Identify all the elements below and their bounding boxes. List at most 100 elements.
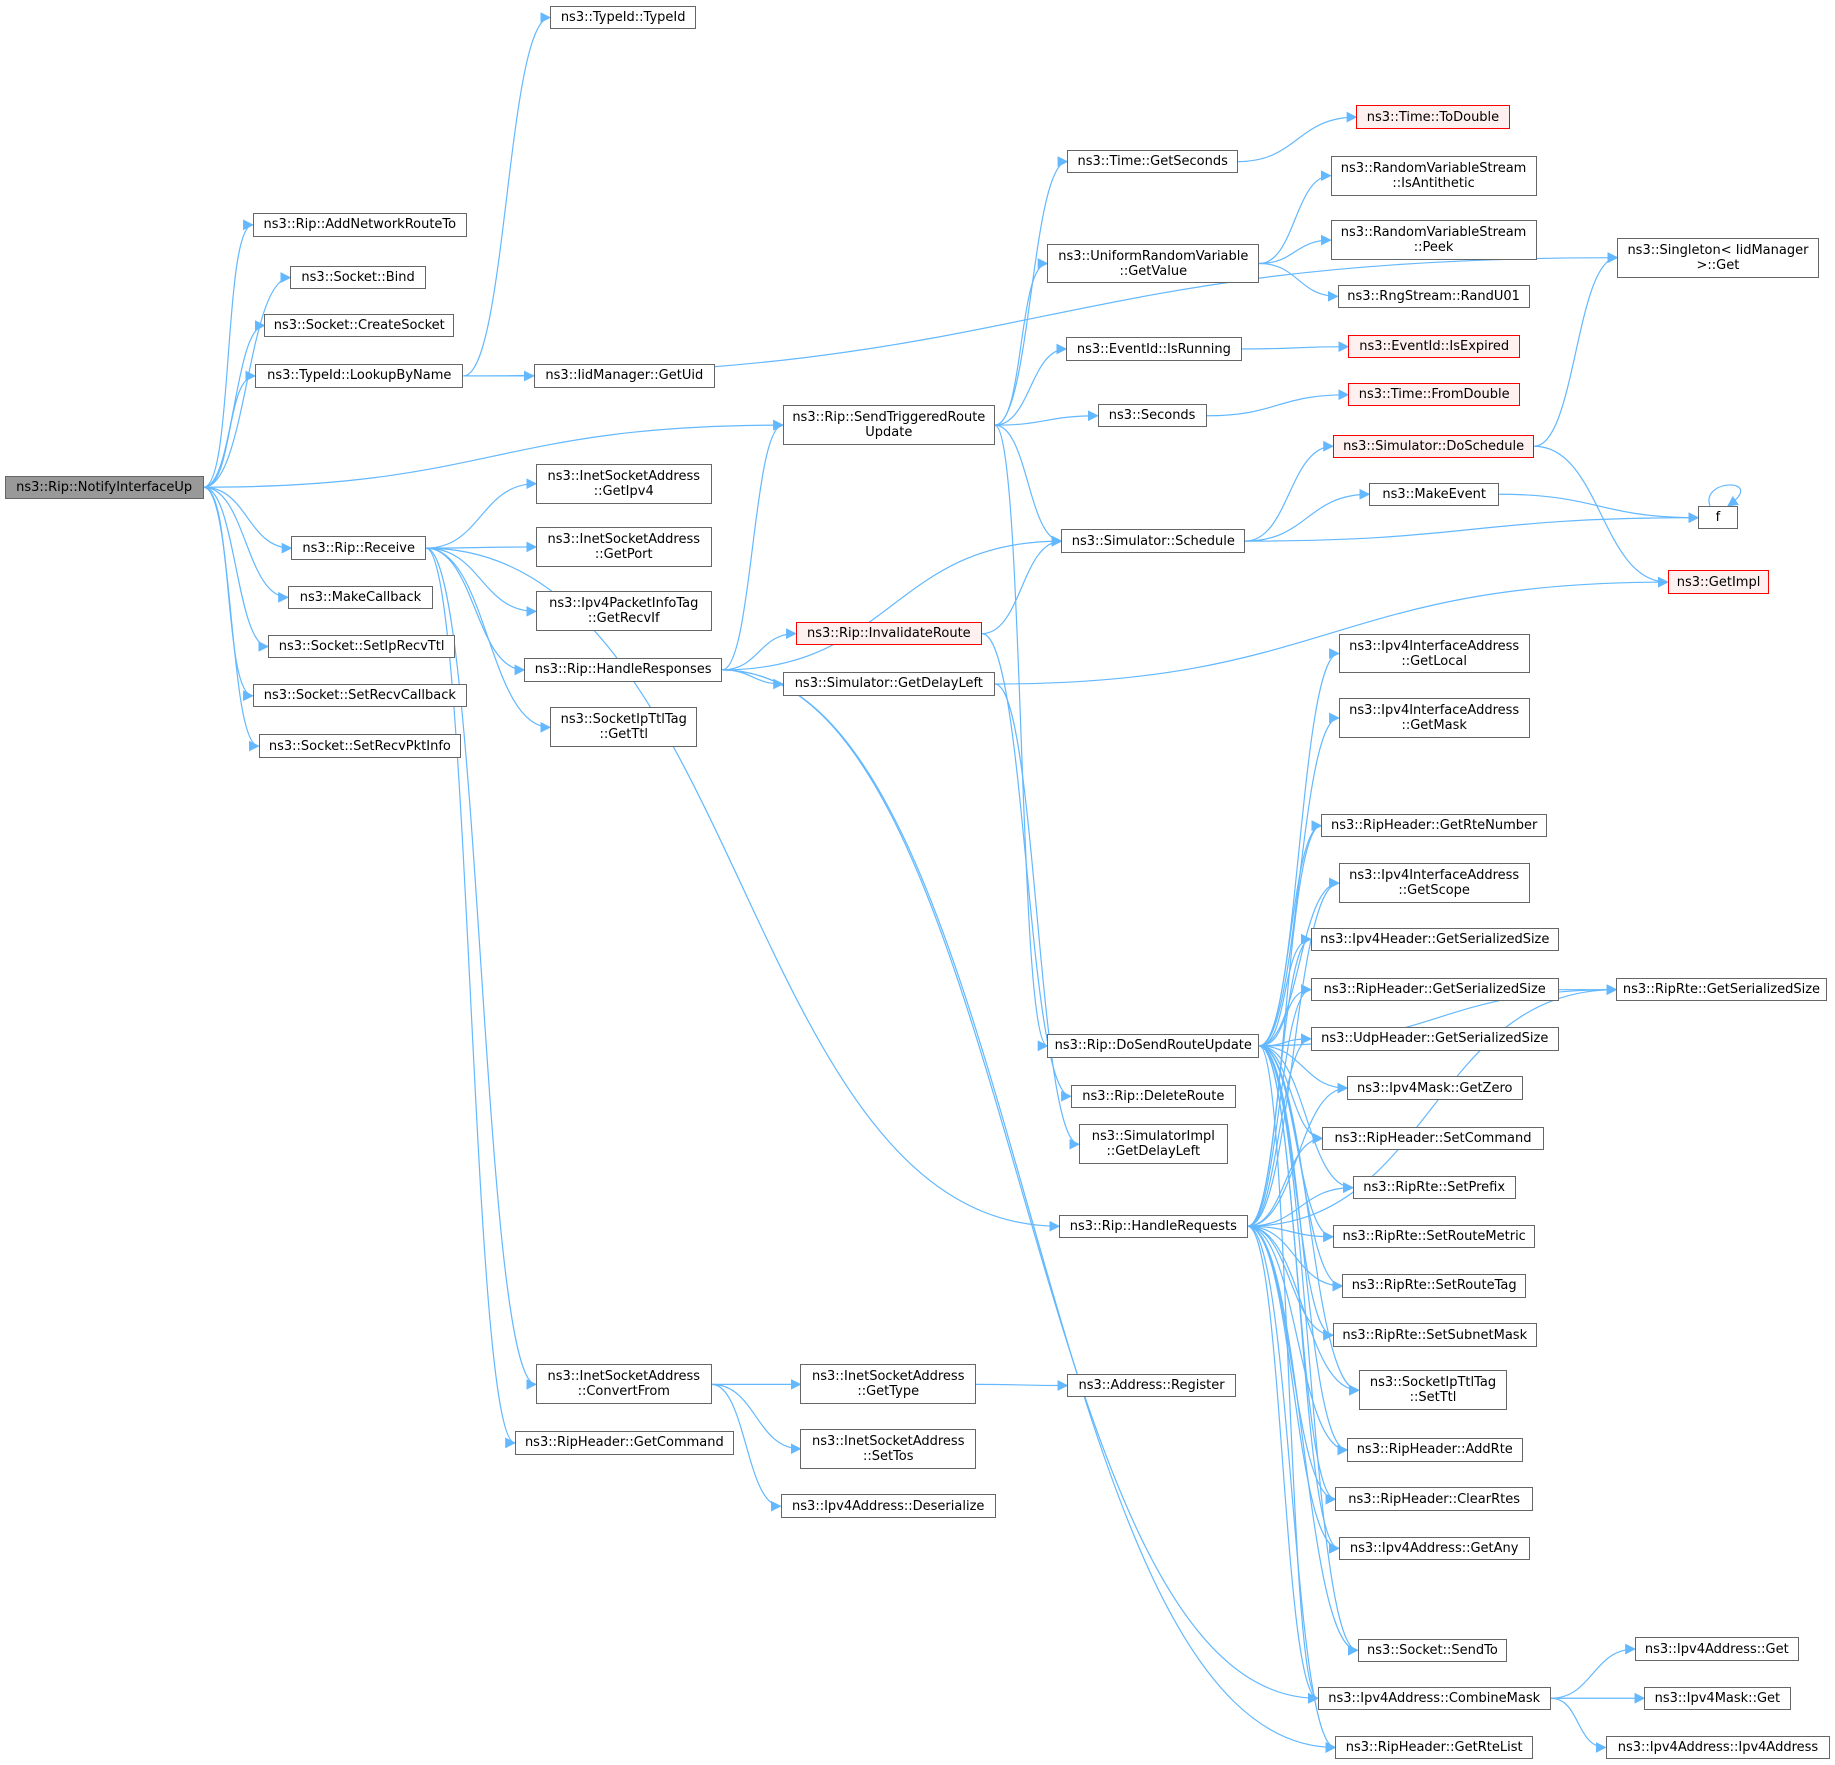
graph-node-label: ns3::InetSocketAddress ::GetType bbox=[811, 1369, 965, 1400]
graph-node[interactable]: ns3::MakeEvent bbox=[1369, 482, 1500, 506]
graph-node[interactable]: ns3::Rip::DeleteRoute bbox=[1070, 1084, 1236, 1108]
graph-node-label: ns3::Socket::SetRecvCallback bbox=[263, 688, 456, 704]
graph-node[interactable]: ns3::Ipv4InterfaceAddress ::GetLocal bbox=[1338, 633, 1530, 674]
graph-node-label: ns3::Ipv4Mask::GetZero bbox=[1357, 1080, 1513, 1096]
graph-node[interactable]: ns3::MakeCallback bbox=[287, 585, 433, 610]
call-edge bbox=[1259, 1045, 1354, 1193]
graph-node[interactable]: ns3::Rip::InvalidateRoute bbox=[795, 621, 982, 646]
graph-node[interactable]: ns3::RandomVariableStream ::IsAntithetic bbox=[1330, 155, 1537, 196]
call-edge bbox=[721, 419, 784, 671]
graph-node[interactable]: ns3::Ipv4PacketInfoTag ::GetRecvIf bbox=[535, 591, 712, 632]
graph-node[interactable]: ns3::UniformRandomVariable ::GetValue bbox=[1047, 243, 1260, 284]
graph-node[interactable]: ns3::TypeId::TypeId bbox=[550, 5, 697, 30]
graph-node[interactable]: ns3::Ipv4InterfaceAddress ::GetMask bbox=[1338, 698, 1530, 738]
graph-node[interactable]: ns3::Simulator::DoSchedule bbox=[1332, 434, 1535, 458]
graph-node[interactable]: ns3::Rip::Receive bbox=[291, 536, 426, 560]
graph-node[interactable]: ns3::RipRte::SetPrefix bbox=[1352, 1175, 1516, 1200]
call-edge bbox=[1258, 1045, 1319, 1704]
graph-node[interactable]: ns3::SocketIpTtlTag ::SetTtl bbox=[1358, 1370, 1508, 1411]
graph-node[interactable]: ns3::Time::FromDouble bbox=[1348, 382, 1521, 407]
graph-node[interactable]: ns3::Socket::SetRecvPktInfo bbox=[258, 734, 462, 758]
graph-node[interactable]: ns3::TypeId::LookupByName bbox=[255, 364, 464, 388]
graph-node[interactable]: ns3::RipRte::SetRouteMetric bbox=[1332, 1225, 1536, 1249]
graph-node[interactable]: ns3::Time::GetSeconds bbox=[1067, 149, 1239, 174]
graph-node[interactable]: ns3::Singleton< IidManager >::Get bbox=[1617, 237, 1819, 278]
graph-node[interactable]: ns3::InetSocketAddress ::SetTos bbox=[800, 1428, 976, 1469]
graph-node-label: ns3::Rip::AddNetworkRouteTo bbox=[263, 217, 457, 233]
graph-node-label: ns3::TypeId::LookupByName bbox=[267, 368, 452, 384]
graph-node[interactable]: ns3::Ipv4Address::Get bbox=[1634, 1637, 1799, 1661]
graph-node[interactable]: ns3::Ipv4Address::Ipv4Address bbox=[1605, 1735, 1831, 1760]
graph-node[interactable]: ns3::Ipv4Address::GetAny bbox=[1338, 1536, 1530, 1561]
graph-node[interactable]: ns3::SimulatorImpl ::GetDelayLeft bbox=[1078, 1124, 1228, 1165]
graph-node[interactable]: ns3::Socket::SetRecvCallback bbox=[252, 683, 467, 708]
graph-node-label: ns3::RandomVariableStream ::Peek bbox=[1340, 225, 1527, 256]
graph-node[interactable]: ns3::EventId::IsExpired bbox=[1348, 334, 1521, 359]
graph-node-label: ns3::Rip::SendTriggeredRoute Update bbox=[792, 410, 986, 441]
call-edge bbox=[1550, 1643, 1636, 1699]
graph-node[interactable]: ns3::RipRte::GetSerializedSize bbox=[1616, 977, 1827, 1002]
graph-node[interactable]: ns3::InetSocketAddress ::GetIpv4 bbox=[535, 463, 712, 504]
call-edge bbox=[1259, 262, 1339, 302]
graph-node[interactable]: ns3::Seconds bbox=[1097, 404, 1207, 428]
graph-node-label: ns3::InetSocketAddress ::GetIpv4 bbox=[547, 468, 701, 499]
call-edge bbox=[1241, 341, 1350, 353]
graph-node[interactable]: ns3::Rip::AddNetworkRouteTo bbox=[252, 213, 467, 237]
graph-node[interactable]: ns3::RipRte::SetRouteTag bbox=[1342, 1274, 1527, 1298]
graph-node[interactable]: ns3::Ipv4Mask::GetZero bbox=[1346, 1076, 1523, 1100]
graph-node[interactable]: ns3::RipHeader::GetRteList bbox=[1335, 1735, 1534, 1760]
graph-node[interactable]: ns3::UdpHeader::GetSerializedSize bbox=[1310, 1027, 1559, 1051]
graph-node[interactable]: ns3::IidManager::GetUid bbox=[533, 364, 716, 388]
graph-node[interactable]: ns3::RipHeader::SetCommand bbox=[1322, 1126, 1544, 1151]
graph-node[interactable]: ns3::Address::Register bbox=[1067, 1373, 1236, 1398]
graph-node[interactable]: ns3::Socket::CreateSocket bbox=[264, 313, 455, 338]
graph-node-label: ns3::Ipv4InterfaceAddress ::GetLocal bbox=[1349, 638, 1520, 669]
graph-node[interactable]: ns3::SocketIpTtlTag ::GetTtl bbox=[550, 707, 698, 748]
graph-node[interactable]: ns3::RipHeader::GetSerializedSize bbox=[1310, 977, 1559, 1002]
call-edge bbox=[1259, 170, 1332, 265]
graph-node[interactable]: ns3::RipHeader::GetCommand bbox=[514, 1431, 734, 1455]
graph-node[interactable]: ns3::RngStream::RandU01 bbox=[1337, 284, 1530, 309]
graph-node[interactable]: ns3::RipHeader::ClearRtes bbox=[1335, 1487, 1534, 1511]
graph-node-label: ns3::RngStream::RandU01 bbox=[1347, 288, 1520, 304]
graph-node[interactable]: ns3::Simulator::GetDelayLeft bbox=[782, 672, 995, 696]
graph-node[interactable]: ns3::Rip::HandleRequests bbox=[1059, 1214, 1248, 1238]
graph-node[interactable]: ns3::Simulator::Schedule bbox=[1061, 529, 1246, 553]
graph-node[interactable]: ns3::InetSocketAddress ::ConvertFrom bbox=[535, 1364, 712, 1405]
graph-node-label: ns3::Time::ToDouble bbox=[1366, 109, 1500, 125]
graph-node-label: ns3::SimulatorImpl ::GetDelayLeft bbox=[1091, 1129, 1215, 1160]
graph-node[interactable]: f bbox=[1698, 505, 1738, 530]
graph-node[interactable]: ns3::Rip::DoSendRouteUpdate bbox=[1047, 1034, 1260, 1058]
graph-node[interactable]: ns3::InetSocketAddress ::GetType bbox=[800, 1364, 976, 1405]
graph-node[interactable]: ns3::EventId::IsRunning bbox=[1066, 337, 1242, 361]
graph-node[interactable]: ns3::InetSocketAddress ::GetPort bbox=[535, 527, 712, 567]
graph-node[interactable]: ns3::RipRte::SetSubnetMask bbox=[1332, 1323, 1537, 1347]
graph-node[interactable]: ns3::RipHeader::AddRte bbox=[1346, 1438, 1523, 1462]
call-edge bbox=[1247, 1225, 1340, 1554]
graph-node[interactable]: ns3::Rip::HandleResponses bbox=[524, 658, 723, 682]
graph-node[interactable]: ns3::Socket::SendTo bbox=[1357, 1638, 1508, 1662]
call-edge bbox=[981, 633, 1072, 1102]
graph-node[interactable]: ns3::Rip::NotifyInterfaceUp bbox=[4, 475, 204, 499]
graph-node[interactable]: ns3::Ipv4Header::GetSerializedSize bbox=[1310, 927, 1559, 951]
call-edge bbox=[1247, 1033, 1312, 1227]
graph-node[interactable]: ns3::Ipv4Address::Deserialize bbox=[780, 1494, 996, 1518]
graph-node[interactable]: ns3::Socket::Bind bbox=[290, 265, 426, 290]
graph-node[interactable]: ns3::Ipv4InterfaceAddress ::GetScope bbox=[1338, 863, 1530, 903]
graph-node[interactable]: ns3::Rip::SendTriggeredRoute Update bbox=[782, 405, 995, 446]
graph-node[interactable]: ns3::GetImpl bbox=[1667, 570, 1770, 594]
call-edge bbox=[1247, 984, 1312, 1227]
call-edge bbox=[1259, 234, 1332, 265]
call-edge bbox=[994, 683, 1081, 1150]
call-edge bbox=[1259, 1045, 1360, 1396]
graph-node[interactable]: ns3::Ipv4Address::CombineMask bbox=[1317, 1686, 1551, 1710]
graph-node[interactable]: ns3::Ipv4Mask::Get bbox=[1644, 1686, 1791, 1710]
graph-node[interactable]: ns3::Time::ToDouble bbox=[1356, 105, 1510, 129]
graph-node[interactable]: ns3::Socket::SetIpRecvTtl bbox=[267, 634, 456, 659]
graph-node[interactable]: ns3::RandomVariableStream ::Peek bbox=[1330, 220, 1537, 260]
graph-node[interactable]: ns3::RipHeader::GetRteNumber bbox=[1321, 813, 1548, 838]
graph-node-label: ns3::Ipv4Address::GetAny bbox=[1349, 1540, 1519, 1556]
call-edge bbox=[711, 1383, 782, 1512]
graph-node-label: ns3::RipRte::GetSerializedSize bbox=[1622, 982, 1821, 998]
